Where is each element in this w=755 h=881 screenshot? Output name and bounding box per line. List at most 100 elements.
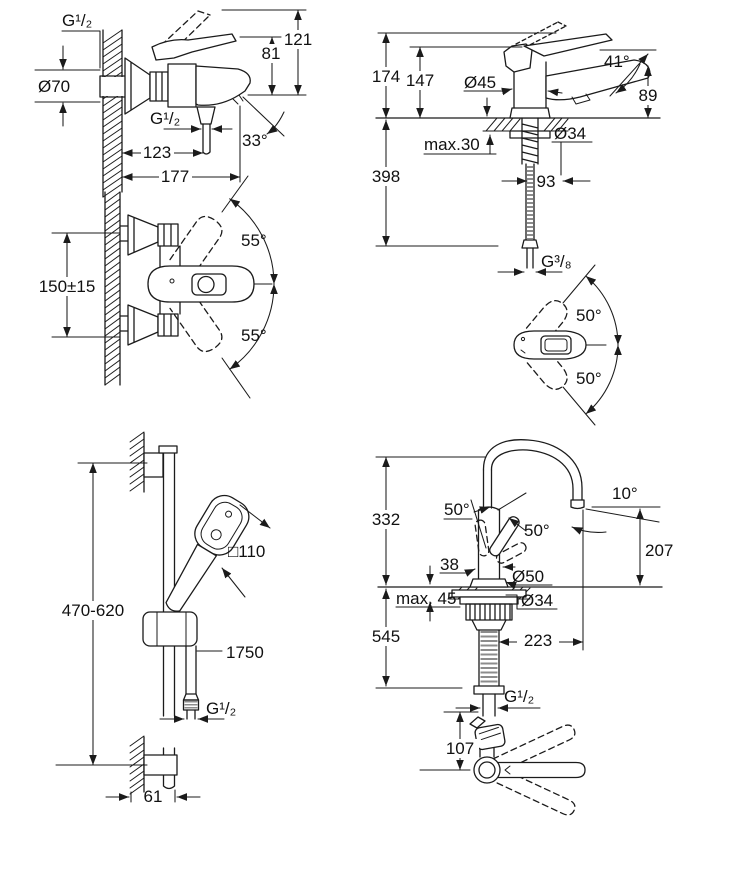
mixer-body <box>167 63 197 108</box>
swivel-top-view <box>469 716 586 816</box>
mounting-plate <box>451 589 527 598</box>
hole-dia-label: Ø34 <box>554 124 586 143</box>
mounting-washer <box>459 596 519 605</box>
nut-bottom <box>157 313 179 337</box>
aerator <box>232 94 244 105</box>
spout-reach-label: 223 <box>524 631 552 650</box>
shower-rail-set: 470-620 □110 1750 G¹/₂ 61 <box>55 431 271 806</box>
label-mask <box>159 167 192 186</box>
supply-hose <box>525 163 535 241</box>
head-size-leader-upper <box>239 504 271 529</box>
supply-thread-label: G³/₈ <box>541 252 572 271</box>
body-tick <box>520 349 526 354</box>
label-mask <box>60 601 126 620</box>
lever-grip-outer <box>540 335 572 355</box>
angle50-right-arrow <box>508 517 527 532</box>
spout-reach-label: 93 <box>537 172 556 191</box>
head-size-leader-lower <box>221 567 246 598</box>
lever-ghost-left <box>474 519 490 557</box>
pivot-dot <box>169 278 175 284</box>
escutcheon-bottom <box>127 304 159 346</box>
height-body-label: 147 <box>406 71 434 90</box>
rail-cap <box>158 445 178 454</box>
spray-button <box>225 510 233 518</box>
label-mask <box>141 143 174 162</box>
angle50-radial-right <box>497 492 527 511</box>
hose-pipe <box>186 709 196 720</box>
swivel-lower-label: 50° <box>576 369 602 388</box>
arc-lower <box>229 283 278 370</box>
kitchen-mixer-side-view: 332 50° 50° 10° 207 38 Ø50 max. 45 Ø34 5… <box>369 439 673 816</box>
hand-shower <box>165 494 250 612</box>
aerator <box>571 93 591 105</box>
spout-outlet <box>570 499 585 510</box>
hose-cone <box>182 693 200 701</box>
bracket-top <box>143 452 164 478</box>
label-mask <box>38 277 96 296</box>
hose-flange <box>473 685 505 695</box>
shower-handle <box>165 543 217 612</box>
lever-top-detail <box>478 726 501 741</box>
body-dia-label: Ø45 <box>464 73 496 92</box>
spout-arm <box>496 761 586 779</box>
wall-hatch <box>102 29 123 198</box>
outlet-thread-label: G¹/₂ <box>150 109 180 128</box>
holder-detail <box>156 611 187 647</box>
spout-ghost-upper <box>492 724 576 774</box>
handle-ghost-lower <box>169 291 223 353</box>
handle-ghost-lower <box>525 345 568 390</box>
escutcheon-dia-label: Ø70 <box>38 77 70 96</box>
outlet-height-label: 207 <box>645 541 673 560</box>
depth-total-label: 177 <box>161 167 189 186</box>
angle41-arc <box>615 63 641 94</box>
handle-ghost-upper <box>169 215 223 277</box>
mounting-nut <box>465 603 513 621</box>
radial-lower <box>221 357 251 399</box>
angle50-left-arrow <box>473 506 491 514</box>
angle10-arc <box>571 526 607 535</box>
deck-max-label: max.30 <box>424 135 480 154</box>
lever-angle-upper-label: 50° <box>444 500 470 519</box>
swivel-upper-label: 50° <box>576 306 602 325</box>
bath-mixer-front-view: G¹/₂ Ø70 121 81 G¹/₂ 33° 123 177 <box>34 9 313 198</box>
swivel-offset-label: 107 <box>446 739 474 758</box>
spout-inner <box>490 449 574 501</box>
dia45-arrow-right <box>547 88 563 97</box>
label-mask <box>283 30 313 49</box>
arc-lower <box>585 344 622 415</box>
swivel-lower-label: 55° <box>241 326 267 345</box>
swivel-base-outer <box>473 756 501 784</box>
wall-lines <box>102 29 123 198</box>
rail <box>162 446 176 717</box>
escutcheon-top <box>127 214 159 256</box>
angle33-arc <box>266 111 285 135</box>
label-mask <box>369 167 403 186</box>
wall-hatch <box>104 191 121 386</box>
wall-lines <box>104 191 121 386</box>
spout-end-angle-label: 10° <box>612 484 638 503</box>
dia34-leader <box>505 594 558 610</box>
label-mask <box>369 510 403 529</box>
bracket-depth-label: 61 <box>144 787 163 806</box>
hose-length-label: 1750 <box>226 643 264 662</box>
dia34-underline <box>551 141 593 176</box>
depth-outlet-label: 123 <box>143 143 171 162</box>
dia45-arrow-left <box>501 87 513 96</box>
arc-upper <box>229 198 278 285</box>
height-total-label: 121 <box>284 30 312 49</box>
grip-button <box>197 275 215 294</box>
swivel-base-inner <box>478 761 496 779</box>
slider-holder <box>142 611 198 647</box>
washer <box>509 130 551 139</box>
lever-angle-label: 41° <box>604 52 630 71</box>
supply-length-label: 545 <box>372 627 400 646</box>
spout-outer <box>482 439 583 501</box>
label-mask <box>369 627 403 646</box>
inlet-distance-label: 150±15 <box>39 277 96 296</box>
inlet-pipe <box>99 75 127 98</box>
arc-upper <box>585 275 622 346</box>
wall-thread-label: G¹/₂ <box>62 11 92 30</box>
hose <box>185 645 197 695</box>
nut-top <box>157 223 179 247</box>
